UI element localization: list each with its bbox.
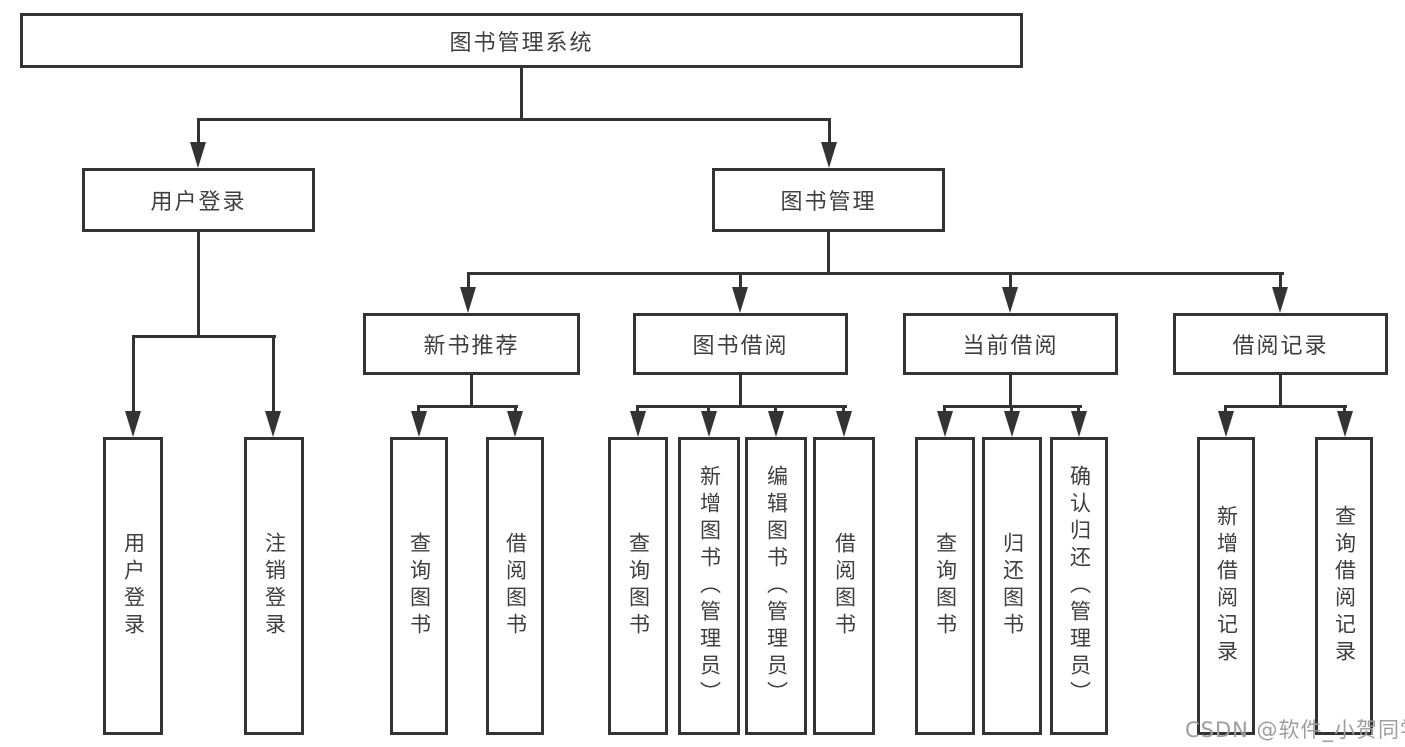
connector: [1010, 405, 1013, 415]
connector: [707, 405, 710, 415]
arrowhead-icon: [1002, 287, 1018, 313]
node-label: 当前借阅: [962, 334, 1059, 359]
leaf-return-books: 归还图书: [982, 437, 1042, 735]
connector: [197, 232, 200, 338]
arrowhead-icon: [190, 142, 206, 168]
csdn-watermark: CSDN @软件_小贺同学: [1185, 718, 1405, 742]
connector: [842, 405, 845, 415]
connector: [1279, 272, 1282, 290]
arrowhead-icon: [507, 411, 523, 437]
leaf-label: 借阅图书: [832, 532, 857, 640]
arrowhead-icon: [460, 287, 476, 313]
connector: [417, 405, 518, 408]
leaf-user-login: 用户登录: [103, 437, 163, 735]
node-book-management: 图书管理: [712, 168, 945, 232]
leaf-label: 新增借阅记录: [1214, 505, 1239, 667]
node-borrowing-records: 借阅记录: [1173, 313, 1388, 375]
arrowhead-icon: [701, 411, 717, 437]
leaf-add-borrow-record: 新增借阅记录: [1197, 437, 1255, 735]
leaf-label: 归还图书: [1000, 532, 1025, 640]
leaf-label: 查询图书: [407, 532, 432, 640]
arrowhead-icon: [1272, 287, 1288, 313]
arrowhead-icon: [821, 142, 837, 168]
node-label: 新书推荐: [423, 334, 520, 359]
connector: [467, 272, 1284, 275]
node-label: 借阅记录: [1232, 334, 1329, 359]
leaf-label: 用户登录: [121, 532, 146, 640]
leaf-label: 查询图书: [626, 532, 651, 640]
connector: [514, 405, 517, 415]
node-user-login: 用户登录: [82, 168, 315, 232]
connector: [1224, 405, 1227, 415]
leaf-label: 查询借阅记录: [1332, 505, 1357, 667]
leaf-logout: 注销登录: [244, 437, 304, 735]
arrowhead-icon: [768, 411, 784, 437]
leaf-edit-books-admin: 编辑图书（管理员）: [745, 437, 807, 735]
connector: [1279, 375, 1282, 407]
arrowhead-icon: [1004, 411, 1020, 437]
connector: [1009, 272, 1012, 290]
node-label: 图书借阅: [692, 334, 789, 359]
leaf-label: 借阅图书: [503, 532, 528, 640]
arrowhead-icon: [265, 411, 281, 437]
connector: [520, 68, 523, 120]
arrowhead-icon: [630, 411, 646, 437]
connector: [1009, 375, 1012, 407]
arrowhead-icon: [1071, 411, 1087, 437]
arrowhead-icon: [937, 411, 953, 437]
arrowhead-icon: [1337, 411, 1353, 437]
arrowhead-icon: [125, 411, 141, 437]
connector: [636, 405, 847, 408]
connector: [828, 118, 831, 146]
connector: [943, 405, 946, 415]
arrowhead-icon: [732, 287, 748, 313]
connector: [1343, 405, 1346, 415]
leaf-confirm-return-admin: 确认归还（管理员）: [1050, 437, 1108, 735]
node-book-borrowing: 图书借阅: [633, 313, 848, 375]
connector: [132, 335, 276, 338]
connector: [739, 272, 742, 290]
leaf-label: 编辑图书（管理员）: [764, 464, 789, 708]
node-new-book-recommend: 新书推荐: [363, 313, 580, 375]
leaf-label: 注销登录: [262, 532, 287, 640]
leaf-borrow-books-recommend: 借阅图书: [486, 437, 544, 735]
connector: [197, 118, 831, 121]
leaf-query-borrow-record: 查询借阅记录: [1315, 437, 1373, 735]
leaf-query-books-current: 查询图书: [915, 437, 975, 735]
node-root-label: 图书管理系统: [449, 30, 594, 56]
leaf-query-books-recommend: 查询图书: [390, 437, 448, 735]
connector: [417, 405, 420, 415]
connector: [132, 335, 135, 413]
connector: [470, 375, 473, 407]
connector: [197, 118, 200, 146]
leaf-label: 新增图书（管理员）: [697, 464, 722, 708]
node-label: 图书管理: [780, 190, 877, 215]
arrowhead-icon: [836, 411, 852, 437]
leaf-query-books-borrowing: 查询图书: [608, 437, 668, 735]
arrowhead-icon: [1218, 411, 1234, 437]
connector: [636, 405, 639, 415]
leaf-borrow-books: 借阅图书: [813, 437, 875, 735]
node-root: 图书管理系统: [20, 13, 1023, 68]
node-current-borrowing: 当前借阅: [903, 313, 1118, 375]
node-label: 用户登录: [150, 190, 247, 215]
leaf-add-books-admin: 新增图书（管理员）: [678, 437, 740, 735]
arrowhead-icon: [411, 411, 427, 437]
connector: [272, 335, 275, 413]
connector: [1077, 405, 1080, 415]
connector: [739, 375, 742, 407]
connector: [774, 405, 777, 415]
connector: [827, 232, 830, 275]
connector: [467, 272, 470, 290]
leaf-label: 确认归还（管理员）: [1067, 464, 1092, 708]
leaf-label: 查询图书: [933, 532, 958, 640]
connector: [1224, 405, 1347, 408]
